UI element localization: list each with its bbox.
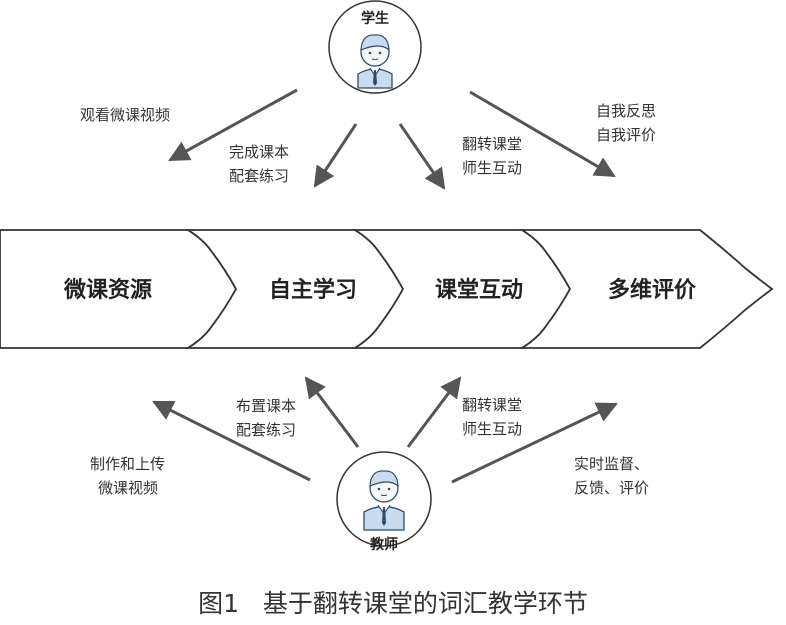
label-flip-teacher-line2: 师生互动 <box>462 420 522 438</box>
label-assign-line2: 配套练习 <box>236 421 296 439</box>
student-label: 学生 <box>361 10 389 27</box>
label-reflect-line2: 自我评价 <box>596 126 656 144</box>
student-node: 学生 <box>328 0 422 94</box>
student-arrows <box>168 88 616 190</box>
label-monitor-line2: 反馈、评价 <box>574 479 649 497</box>
figure-caption: 图1 基于翻转课堂的词汇教学环节 <box>198 589 588 618</box>
arrow-teacher-make <box>152 400 311 482</box>
label-complete-line1: 完成课本 <box>229 143 289 161</box>
teacher-avatar-icon <box>363 470 405 531</box>
label-make-line1: 制作和上传 <box>90 455 165 473</box>
teacher-arrows <box>152 376 618 484</box>
arrow-student-reflect <box>469 90 616 178</box>
label-complete-line2: 配套练习 <box>229 167 289 185</box>
stage-label-resources: 微课资源 <box>63 277 152 303</box>
stage-label-self-study: 自主学习 <box>269 277 357 303</box>
student-avatar-icon <box>357 34 393 89</box>
label-watch-video: 观看微课视频 <box>80 106 170 124</box>
teacher-node: 教师 <box>336 451 432 553</box>
label-assign-line1: 布置课本 <box>236 397 296 415</box>
arrow-teacher-assign <box>304 376 360 448</box>
arrow-teacher-monitor <box>451 402 618 484</box>
stage-band: 微课资源 自主学习 课堂互动 多维评价 <box>0 229 774 349</box>
stage-label-evaluation: 多维评价 <box>608 277 697 303</box>
label-make-line2: 微课视频 <box>98 479 158 497</box>
label-reflect-line1: 自我反思 <box>596 102 656 120</box>
label-flip-student-line1: 翻转课堂 <box>462 135 522 153</box>
teacher-label: 教师 <box>370 536 398 553</box>
arrow-teacher-flip <box>406 376 462 448</box>
arrow-student-flip <box>398 123 446 190</box>
stage-label-interaction: 课堂互动 <box>435 278 523 303</box>
label-flip-student-line2: 师生互动 <box>462 159 522 177</box>
label-flip-teacher-line1: 翻转课堂 <box>462 396 522 414</box>
label-monitor-line1: 实时监督、 <box>574 455 649 473</box>
arrow-student-watch <box>168 88 298 162</box>
stage-chevron-4 <box>518 229 774 349</box>
arrow-student-complete <box>313 123 358 188</box>
